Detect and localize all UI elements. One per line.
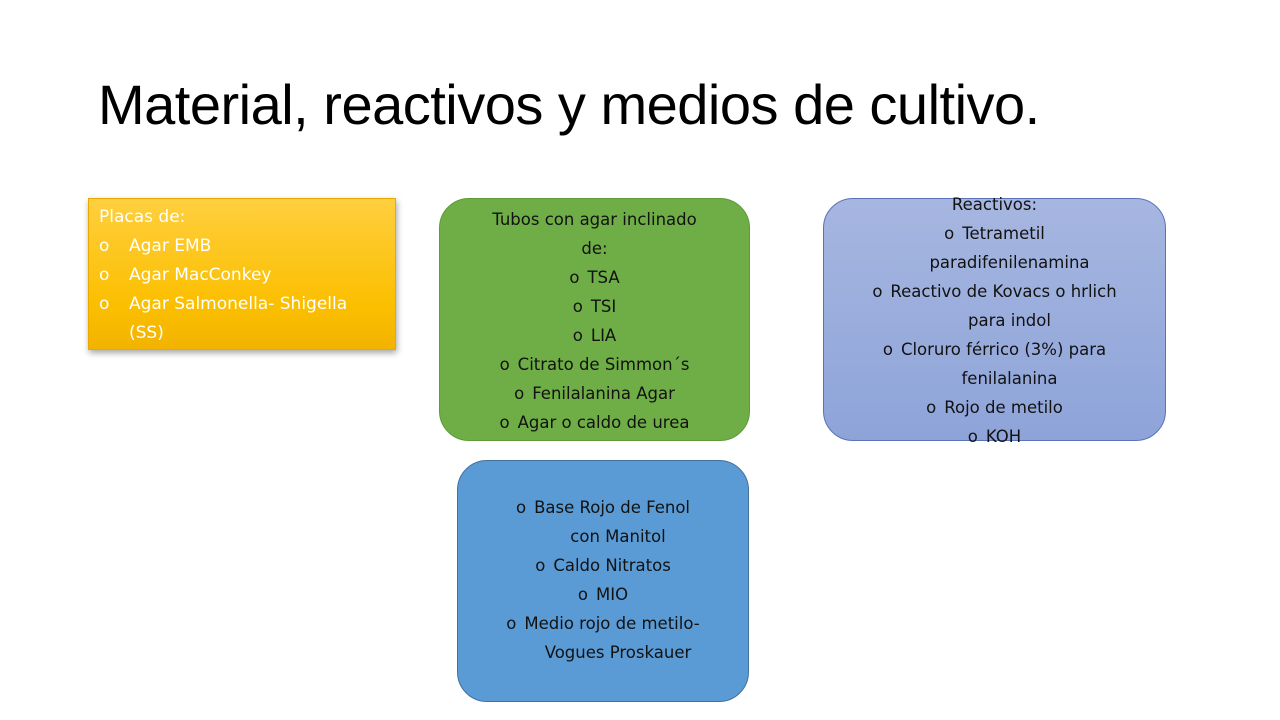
bullet-icon: o [99,294,110,314]
bullet-icon: o [577,585,588,604]
list-item: o Agar EMB [99,232,387,261]
bullet-icon: o [99,236,110,256]
tubos-heading: Tubos con agar inclinado de: [492,210,697,258]
bullet-icon: o [926,398,937,417]
placas-box: Placas de: o Agar EMB o Agar MacConkey o… [88,198,396,350]
bullet-icon: o [506,614,517,633]
reactivos-heading: Reactivos: [951,195,1038,214]
bullet-icon: o [572,297,583,316]
bullet-icon: o [499,413,510,432]
bullet-icon: o [569,268,580,287]
list-item: o Agar Salmonella- Shigella (SS) [99,290,387,348]
bullet-icon: o [572,326,583,345]
bullet-icon: o [99,265,110,285]
bullet-icon: o [872,282,883,301]
bullet-icon: o [514,384,525,403]
placas-list: o Agar EMB o Agar MacConkey o Agar Salmo… [99,232,387,348]
bullet-icon: o [515,498,527,517]
bullet-icon: o [535,556,546,575]
slide-title: Material, reactivos y medios de cultivo. [98,73,1040,136]
placas-heading: Placas de: [99,207,186,227]
bullet-icon: o [967,427,978,446]
bullet-icon: o [882,340,893,359]
bullet-icon: o [499,355,510,374]
bullet-icon: o [944,224,955,243]
list-item: o Agar MacConkey [99,261,387,290]
